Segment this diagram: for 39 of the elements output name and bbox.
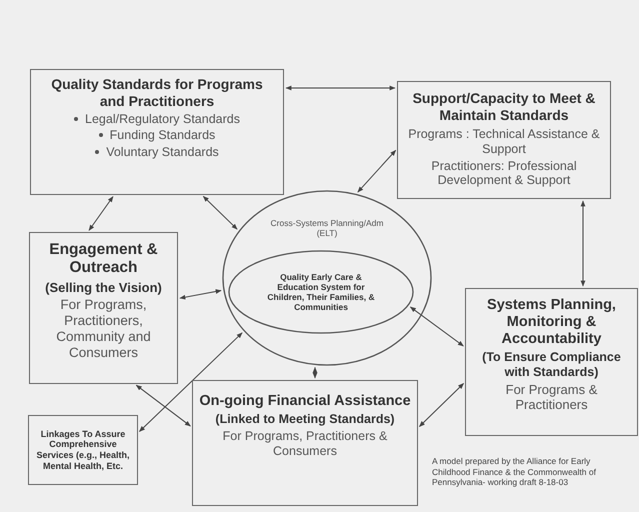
inner-ellipse xyxy=(228,250,414,334)
footnote: A model prepared by the Alliance for Early Childhood Finance & the Commonwealth of Pennsylvania- working draft 8-18-03 xyxy=(432,456,597,488)
text-box xyxy=(30,69,284,195)
box-label: Linkages To Assure Comprehensive Services (e.g., Health, Mental Health, Etc. xyxy=(35,428,131,472)
heading: Quality Standards for Programs and Practitioners xyxy=(50,76,264,110)
body-text: For Programs, Practitioners, Community and Consumers xyxy=(55,296,152,361)
text-box xyxy=(397,81,611,199)
ellipse-label: Quality Early Care & Education System for Children, Their Families, & Communities xyxy=(266,272,376,312)
double-arrow xyxy=(410,306,464,347)
heading: Systems Planning, Monitoring & Accountability xyxy=(486,297,617,348)
list-item: Funding Standards xyxy=(110,127,216,144)
double-arrow xyxy=(179,289,222,300)
double-arrow xyxy=(580,200,586,287)
double-arrow xyxy=(202,196,238,230)
double-arrow xyxy=(312,366,318,379)
text-box xyxy=(192,380,418,506)
ellipse-label: Cross-Systems Planning/Adm (ELT) xyxy=(270,218,384,238)
body-text: For Programs, Practitioners & Consumers xyxy=(222,428,388,458)
heading: Support/Capacity to Meet & Maintain Standards xyxy=(412,90,596,124)
subheading: (Linked to Meeting Standards) xyxy=(215,412,395,427)
double-arrow xyxy=(357,150,396,193)
double-arrow xyxy=(138,332,243,432)
subheading: (Selling the Vision) xyxy=(45,280,162,295)
double-arrow xyxy=(418,382,464,428)
subheading: (To Ensure Compliance with Standards) xyxy=(481,350,622,380)
text-box xyxy=(28,415,138,485)
body-text: For Programs & Practitioners xyxy=(504,382,598,412)
double-arrow xyxy=(285,86,396,90)
body-text: Practitioners: Professional Development & Support xyxy=(430,158,578,188)
text-box xyxy=(465,288,638,436)
heading: On-going Financial Assistance xyxy=(199,393,411,410)
outer-ellipse xyxy=(222,190,432,366)
list-item: Voluntary Standards xyxy=(106,144,219,160)
double-arrow xyxy=(136,384,191,427)
heading: Engagement & Outreach xyxy=(48,241,159,278)
body-text: Programs : Technical Assistance & Support xyxy=(407,127,601,157)
text-box xyxy=(29,232,178,384)
list-item: Legal/Regulatory Standards xyxy=(85,111,240,128)
double-arrow xyxy=(88,196,114,231)
